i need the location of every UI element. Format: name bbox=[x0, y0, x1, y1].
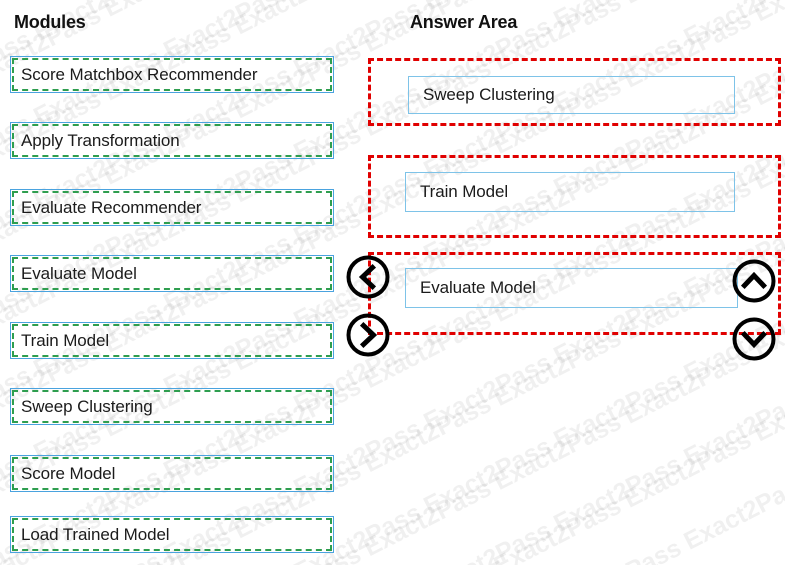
answer-area-heading: Answer Area bbox=[410, 12, 518, 32]
module-item-label: Sweep Clustering bbox=[21, 396, 153, 416]
modules-heading: Modules bbox=[14, 12, 86, 32]
module-item-label: Load Trained Model bbox=[21, 524, 170, 544]
answer-slot[interactable] bbox=[368, 252, 781, 335]
move-up-button[interactable] bbox=[731, 258, 777, 304]
answer-item-label: Evaluate Model bbox=[420, 278, 536, 297]
answer-slot[interactable] bbox=[368, 58, 781, 126]
move-right-button[interactable] bbox=[345, 312, 391, 358]
answer-item-label: Sweep Clustering bbox=[423, 85, 555, 104]
answer-item[interactable]: Train Model bbox=[405, 172, 735, 212]
answer-item[interactable]: Sweep Clustering bbox=[408, 76, 735, 114]
module-item-label: Score Model bbox=[21, 463, 116, 483]
module-item-label: Evaluate Recommender bbox=[21, 197, 202, 217]
move-left-button[interactable] bbox=[345, 254, 391, 300]
answer-item-label: Train Model bbox=[420, 182, 509, 201]
move-down-button[interactable] bbox=[731, 316, 777, 362]
module-item-label: Score Matchbox Recommender bbox=[21, 64, 258, 84]
module-item-label: Evaluate Model bbox=[21, 263, 137, 283]
module-item-label: Train Model bbox=[21, 330, 110, 350]
answer-item[interactable]: Evaluate Model bbox=[405, 268, 738, 308]
module-item-label: Apply Transformation bbox=[21, 130, 180, 150]
answer-slot[interactable] bbox=[368, 155, 781, 238]
